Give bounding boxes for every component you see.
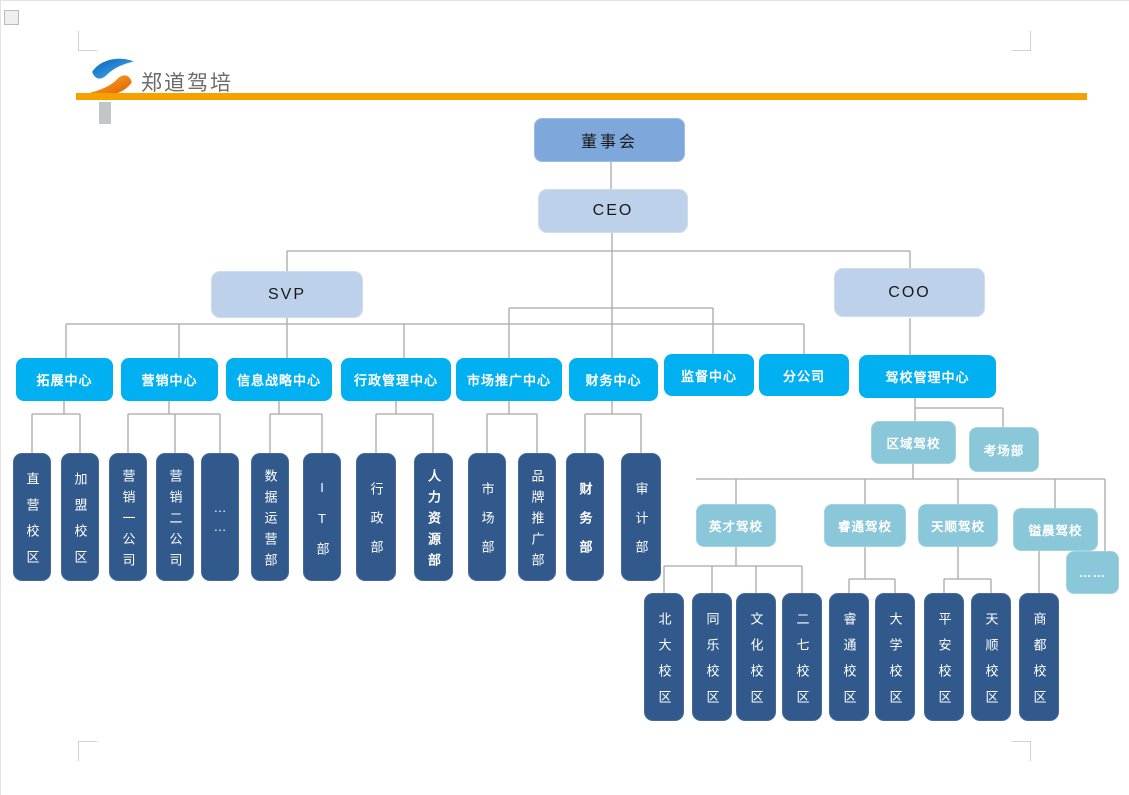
dept-node[interactable]: 财务部 (566, 453, 604, 581)
node-svp[interactable]: SVP (211, 271, 363, 318)
node-finance-center[interactable]: 财务中心 (569, 358, 658, 401)
school-node[interactable]: 镒晨驾校 (1013, 508, 1098, 551)
campus-node[interactable]: 二七校区 (782, 593, 822, 721)
dept-node[interactable]: 营销二公司 (156, 453, 194, 581)
margin-crop-mark (1012, 31, 1031, 51)
campus-node[interactable]: 大学校区 (875, 593, 915, 721)
dept-node[interactable]: 行政部 (356, 453, 396, 581)
dept-node[interactable]: 营销一公司 (109, 453, 147, 581)
node-expansion-center[interactable]: 拓展中心 (16, 358, 113, 401)
dept-node[interactable]: 人力资源部 (414, 453, 453, 581)
node-info-strategy-center[interactable]: 信息战略中心 (226, 358, 332, 401)
dept-node[interactable]: 审计部 (621, 453, 661, 581)
node-branch-company[interactable]: 分公司 (759, 354, 849, 396)
campus-node[interactable]: 天顺校区 (971, 593, 1011, 721)
node-supervision-center[interactable]: 监督中心 (664, 354, 754, 396)
school-node[interactable]: 睿通驾校 (824, 504, 906, 547)
campus-node[interactable]: 平安校区 (924, 593, 964, 721)
dept-node-ellipsis[interactable]: …… (201, 453, 239, 581)
dept-node[interactable]: 直营校区 (13, 453, 51, 581)
canvas-corner-square (4, 10, 19, 25)
paragraph-anchor-block (99, 102, 111, 124)
school-node-ellipsis[interactable]: …… (1066, 551, 1119, 594)
campus-node[interactable]: 商都校区 (1019, 593, 1059, 721)
campus-node[interactable]: 同乐校区 (692, 593, 732, 721)
node-marketing-center[interactable]: 营销中心 (121, 358, 218, 401)
campus-node[interactable]: 北大校区 (644, 593, 684, 721)
dept-node[interactable]: 品牌推广部 (518, 453, 556, 581)
margin-crop-mark (78, 31, 97, 51)
node-school-mgmt-center[interactable]: 驾校管理中心 (859, 355, 996, 398)
node-admin-mgmt-center[interactable]: 行政管理中心 (341, 358, 451, 401)
node-market-promo-center[interactable]: 市场推广中心 (456, 358, 562, 401)
school-node[interactable]: 英才驾校 (696, 504, 776, 547)
node-board[interactable]: 董事会 (534, 118, 685, 162)
brand-logo-icon (90, 58, 134, 96)
node-regional-schools[interactable]: 区域驾校 (871, 421, 956, 464)
header-orange-rule (76, 93, 1087, 100)
dept-node[interactable]: 数据运营部 (251, 453, 289, 581)
campus-node[interactable]: 睿通校区 (829, 593, 869, 721)
node-coo[interactable]: COO (834, 268, 985, 317)
school-node[interactable]: 天顺驾校 (918, 504, 998, 547)
dept-node[interactable]: 加盟校区 (61, 453, 99, 581)
margin-crop-mark (78, 741, 97, 761)
node-ceo[interactable]: CEO (538, 189, 688, 233)
campus-node[interactable]: 文化校区 (736, 593, 776, 721)
margin-crop-mark (1012, 741, 1031, 761)
dept-node[interactable]: 市场部 (468, 453, 506, 581)
node-exam-field-dept[interactable]: 考场部 (969, 427, 1039, 472)
brand-name: 郑道驾培 (141, 72, 233, 95)
dept-node[interactable]: IT部 (303, 453, 341, 581)
